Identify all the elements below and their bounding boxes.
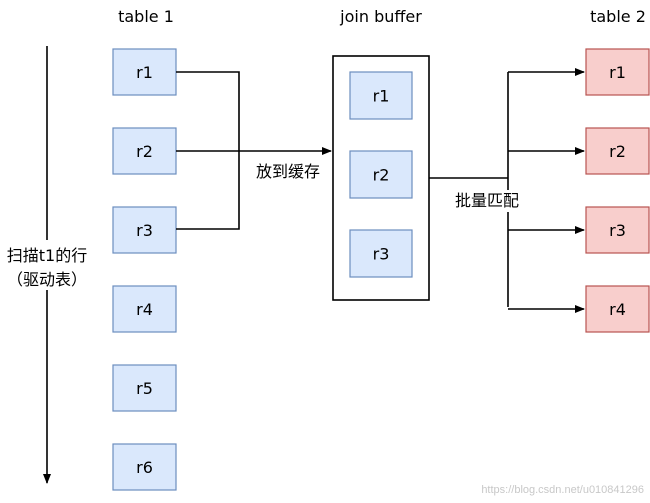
watermark: https://blog.csdn.net/u010841296 — [481, 484, 644, 496]
scan-label-line1: 扫描t1的行 — [7, 246, 87, 265]
table2-row-r3-label: r3 — [609, 221, 626, 240]
batch-label-bg — [446, 190, 528, 212]
table1-row-r6-label: r6 — [136, 458, 153, 477]
table1-row-r3-box — [112, 206, 177, 254]
table1-row-r2: r2 — [112, 127, 177, 175]
table2-row-r4-label: r4 — [609, 300, 626, 319]
table2-row-r1-label: r1 — [609, 63, 626, 82]
fanout-arrows — [508, 68, 585, 313]
table1-row-r3-label: r3 — [136, 221, 153, 240]
table2-row-r3: r3 — [585, 206, 650, 254]
buffer-row-r2-label: r2 — [373, 166, 390, 185]
batch-match-label: 批量匹配 — [455, 191, 519, 210]
table1-row-r1-box — [112, 48, 177, 96]
buffer-row-r2: r2 — [349, 150, 413, 199]
scan-label-bg — [4, 240, 90, 290]
put-cache-label: 放到缓存 — [256, 162, 320, 181]
buffer-row-r3: r3 — [349, 229, 413, 278]
buffer-row-r2-box — [349, 150, 413, 199]
table1-row-r6-box — [112, 443, 177, 491]
table2-row-r4-box — [585, 285, 650, 333]
table1-row-r6: r6 — [112, 443, 177, 491]
table1-row-r1-label: r1 — [136, 63, 153, 82]
join-buffer-label: join buffer — [339, 7, 422, 26]
table2-row-r1: r1 — [585, 48, 650, 96]
table2-row-r2-box — [585, 127, 650, 175]
table2-rows: r1 r2 r3 r4 — [585, 48, 650, 333]
buffer-row-r3-label: r3 — [373, 245, 390, 264]
table2-row-r2: r2 — [585, 127, 650, 175]
table1-row-r4-label: r4 — [136, 300, 153, 319]
table2-label: table 2 — [590, 7, 646, 26]
table1-row-r5-box — [112, 364, 177, 412]
table1-row-r1: r1 — [112, 48, 177, 96]
table2-row-r2-label: r2 — [609, 142, 626, 161]
table1-row-r5-label: r5 — [136, 379, 153, 398]
table1-row-r4: r4 — [112, 285, 177, 333]
table2-row-r3-box — [585, 206, 650, 254]
table1-row-r4-box — [112, 285, 177, 333]
buffer-rows: r1 r2 r3 — [349, 71, 413, 278]
table1-row-r3: r3 — [112, 206, 177, 254]
table1-row-r5: r5 — [112, 364, 177, 412]
table1-row-r2-box — [112, 127, 177, 175]
buffer-row-r3-box — [349, 229, 413, 278]
table2-row-r4: r4 — [585, 285, 650, 333]
table2-row-r1-box — [585, 48, 650, 96]
scan-label-line2: （驱动表） — [7, 270, 87, 289]
buffer-row-r1-label: r1 — [373, 87, 390, 106]
buffer-row-r1: r1 — [349, 71, 413, 120]
table1-rows: r1 r2 r3 r4 r5 r6 — [112, 48, 177, 491]
table1-row-r2-label: r2 — [136, 142, 153, 161]
buffer-row-r1-box — [349, 71, 413, 120]
table1-label: table 1 — [118, 7, 174, 26]
